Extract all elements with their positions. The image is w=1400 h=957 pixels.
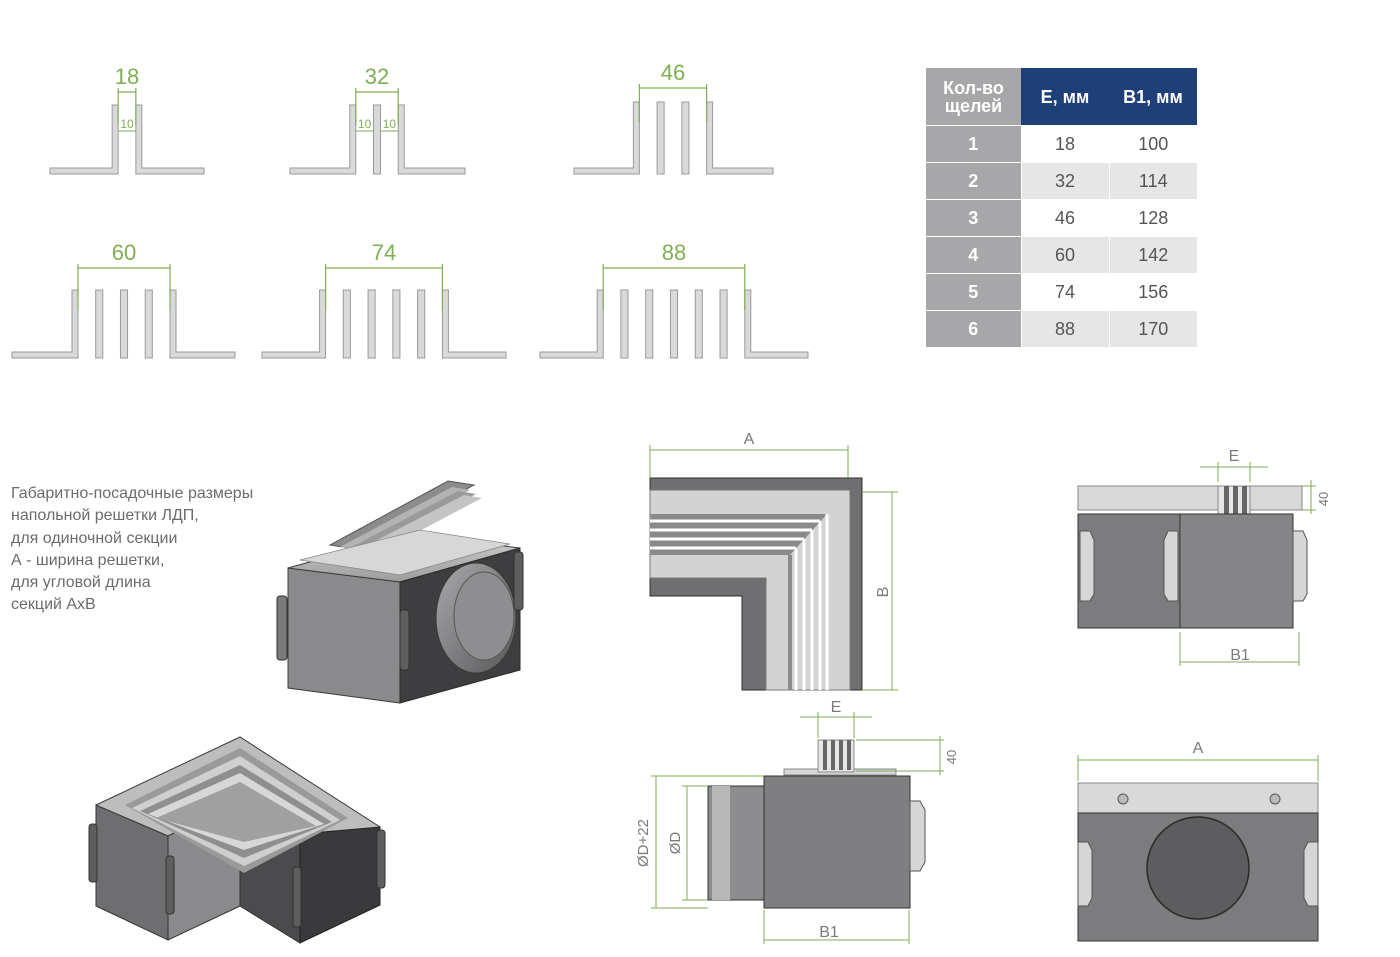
cell-b1: 156	[1108, 273, 1197, 311]
slot-width-label: 10	[358, 117, 372, 131]
cell-slot-count: 2	[926, 162, 1021, 200]
header-b1: B1, мм	[1109, 68, 1197, 126]
back-dim-a: A	[1193, 740, 1204, 757]
description-caption: Габаритно-посадочные размеры напольной р…	[11, 483, 311, 617]
profile-divider	[669, 289, 679, 359]
cell-e: 32	[1020, 162, 1109, 200]
caption-line: А - ширина решетки,	[11, 551, 165, 569]
profile-right-flange	[169, 289, 236, 359]
cell-slot-count: 3	[926, 199, 1021, 237]
profile-divider	[656, 101, 665, 175]
profile-divider	[645, 289, 654, 359]
slot-profile: 46	[573, 60, 774, 175]
profile-divider	[367, 289, 376, 359]
profile-left-flange	[289, 104, 357, 175]
caption-line: Габаритно-посадочные размеры	[11, 485, 254, 502]
slot-profile: 60	[11, 240, 236, 359]
corner-plan-view: A B	[649, 431, 898, 691]
side-dim-e: E	[1229, 448, 1240, 465]
profile-divider	[372, 104, 382, 175]
profile-divider	[342, 289, 351, 359]
front-dim-dd22: ØD+22	[635, 819, 652, 867]
cell-slot-count: 6	[926, 310, 1021, 347]
cell-e: 46	[1020, 199, 1109, 237]
side-dim-40: 40	[1316, 492, 1331, 506]
cell-e: 88	[1020, 310, 1109, 347]
profile-width-label: 32	[365, 64, 389, 89]
header-slot-count: Кол-во щелей	[926, 68, 1021, 126]
profile-right-flange	[397, 104, 466, 175]
profile-width-label: 46	[661, 60, 685, 85]
cell-b1: 114	[1108, 162, 1197, 200]
cell-slot-count: 5	[926, 273, 1021, 311]
caption-line: для угловой длина	[11, 574, 151, 592]
profile-divider	[719, 289, 728, 359]
profile-divider	[417, 289, 426, 359]
slot-width-label: 10	[120, 117, 134, 131]
profile-divider	[681, 101, 690, 175]
side-elevation-view: E 40 B1	[1077, 448, 1331, 666]
profile-left-flange	[49, 104, 119, 175]
caption-line: секций АхВ	[11, 596, 96, 614]
profile-divider	[620, 289, 629, 359]
cell-b1: 128	[1108, 199, 1197, 237]
cell-slot-count: 4	[926, 236, 1021, 274]
header-e: E, мм	[1021, 68, 1109, 126]
profile-divider	[392, 289, 401, 359]
profile-right-flange	[706, 101, 774, 175]
caption-line: для одиночной секции	[11, 529, 178, 547]
cell-b1: 142	[1108, 236, 1197, 274]
profile-left-flange	[261, 289, 327, 359]
profile-divider	[119, 289, 129, 359]
profile-left-flange	[573, 101, 640, 175]
profile-divider	[144, 289, 153, 359]
table-header-row: Кол-во щелей E, мм B1, мм	[926, 68, 1197, 126]
slot-profile: 88	[539, 240, 809, 359]
profile-width-label: 60	[112, 240, 136, 265]
profile-width-label: 74	[372, 240, 396, 265]
back-elevation-view: A	[1077, 740, 1319, 942]
profile-right-flange	[135, 104, 205, 175]
technical-drawings: A B E 40 B1 E 40	[88, 431, 1331, 944]
slot-profile: 32 10 10	[289, 64, 466, 175]
front-dim-40: 40	[944, 750, 959, 764]
cell-b1: 100	[1108, 125, 1197, 163]
caption-line: напольной решетки ЛДП,	[11, 507, 199, 525]
slot-profile: 74	[261, 240, 507, 359]
iso-corner-section	[88, 736, 386, 944]
cell-e: 18	[1020, 125, 1109, 163]
cell-slot-count: 1	[926, 125, 1021, 163]
front-dim-b1: B1	[819, 924, 839, 941]
front-elevation-view: E 40 ØD+22 ØD B1	[635, 699, 959, 944]
profile-left-flange	[539, 289, 604, 359]
profile-divider	[95, 289, 104, 359]
profile-width-label: 88	[662, 240, 686, 265]
cell-b1: 170	[1108, 310, 1197, 347]
side-dim-b1: B1	[1230, 647, 1250, 664]
slot-width-label: 10	[383, 117, 397, 131]
iso-straight-section	[276, 480, 524, 704]
profile-right-flange	[441, 289, 507, 359]
corner-dim-a: A	[744, 431, 755, 448]
profile-width-label: 18	[115, 64, 139, 89]
front-dim-e: E	[831, 699, 842, 716]
corner-dim-b: B	[875, 587, 892, 598]
profile-right-flange	[744, 289, 809, 359]
front-dim-d: ØD	[667, 832, 684, 855]
cell-e: 60	[1020, 236, 1109, 274]
cell-e: 74	[1020, 273, 1109, 311]
profile-divider	[694, 289, 703, 359]
profile-left-flange	[11, 289, 79, 359]
